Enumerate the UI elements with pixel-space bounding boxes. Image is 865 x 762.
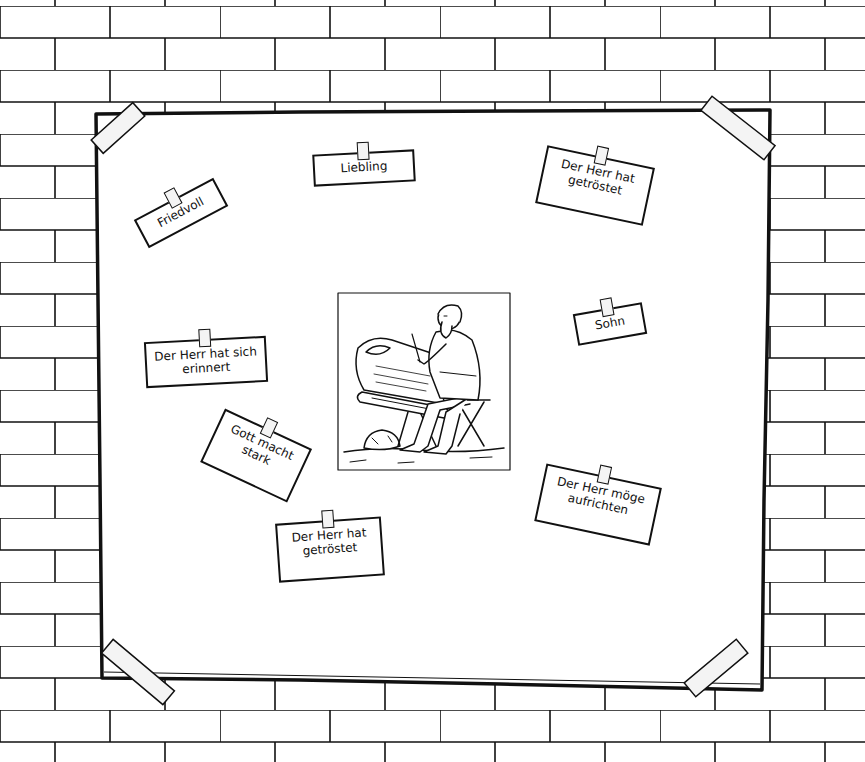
note-tape — [198, 329, 211, 348]
note-tape — [597, 465, 612, 485]
poster-shadow — [104, 672, 760, 684]
name-note: Der Herr hat sich erinnert — [144, 336, 268, 388]
note-tape — [321, 510, 334, 529]
corner-tape — [91, 96, 775, 704]
name-note: Der Herr hat getröstet — [275, 517, 385, 584]
scribe-picture — [338, 293, 510, 470]
note-text: Liebling — [322, 159, 407, 177]
note-tape — [594, 146, 609, 166]
note-text: Sohn — [583, 313, 637, 336]
note-tape — [357, 142, 370, 161]
note-text: Der Herr hat sich erinnert — [153, 346, 258, 379]
note-text: Der Herr hat getröstet — [549, 156, 645, 202]
poster-sheet — [96, 110, 770, 690]
note-text: Der Herr hat getröstet — [285, 526, 375, 560]
name-note: Liebling — [312, 149, 416, 186]
